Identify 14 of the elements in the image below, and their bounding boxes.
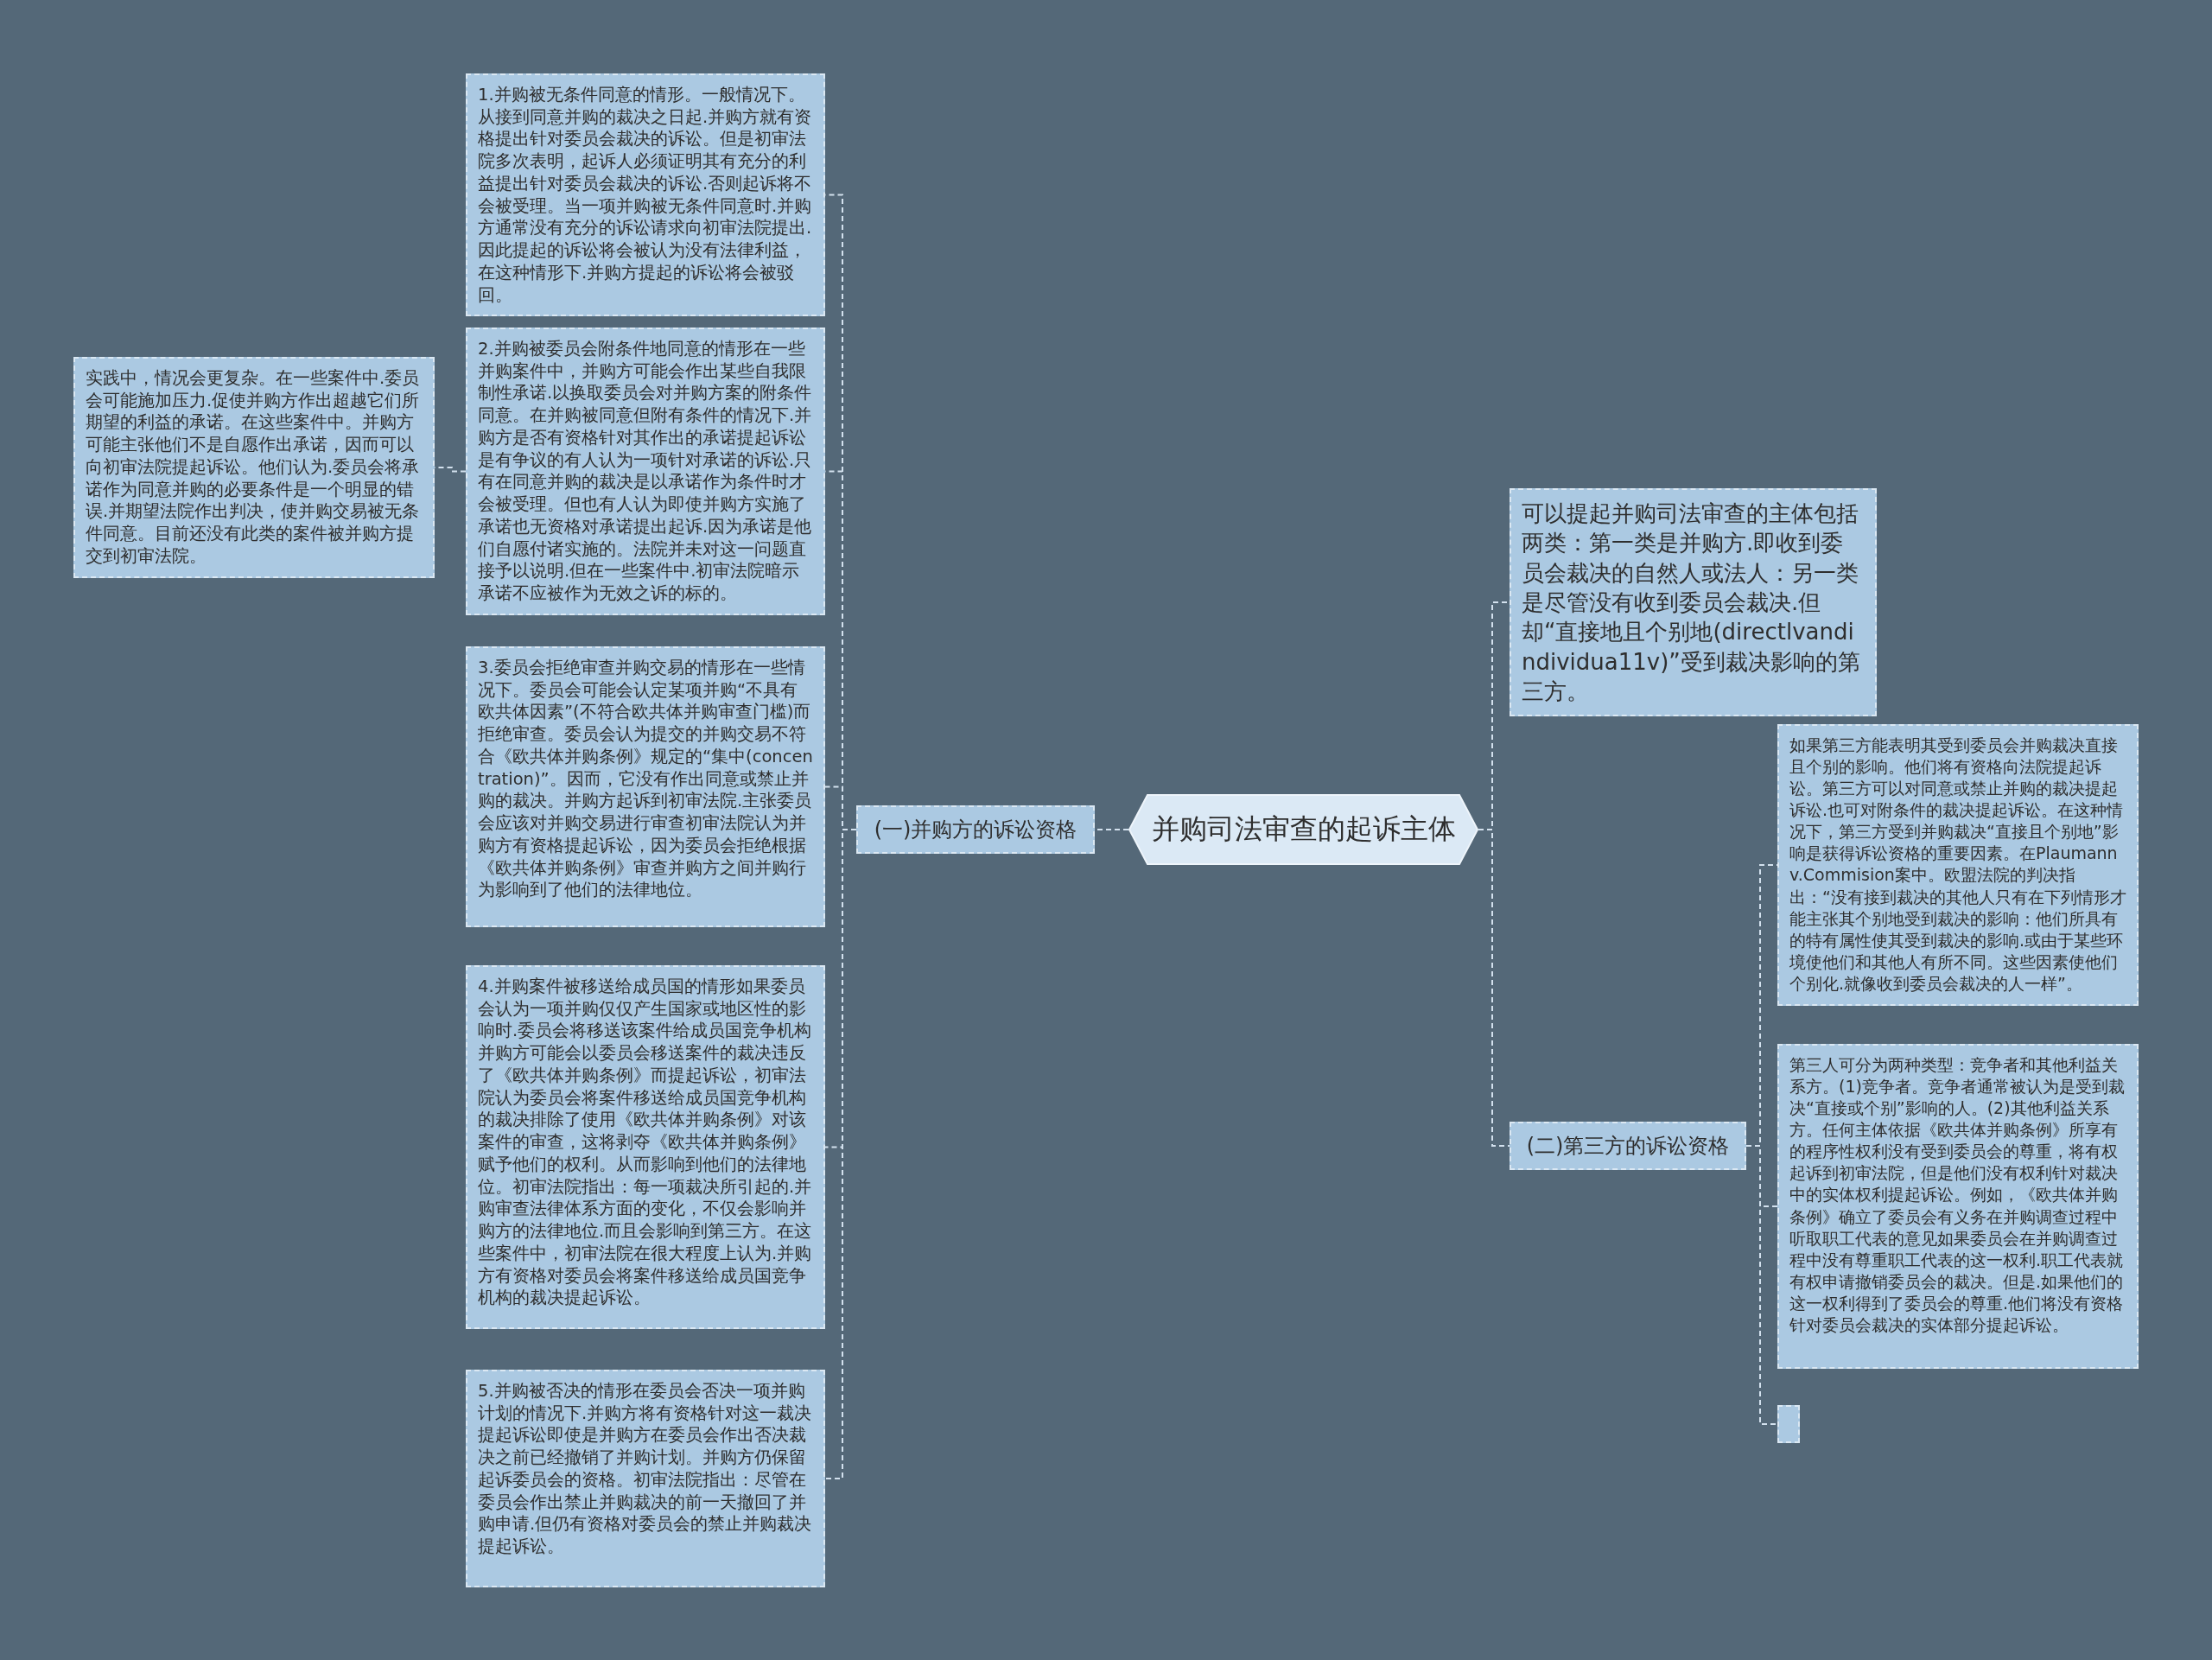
topic-hexagon: 并购司法审查的起诉主体	[1128, 794, 1478, 865]
text-box: 5.并购被否决的情形在委员会否决一项并购计划的情况下.并购方将有资格针对这一裁决提起诉讼即使是并购方在委员会作出否决裁决之前已经撤销了并购计划。并购方仍保留起诉委员会的资格。初审法院指出：尽管在委员会作出禁止并购裁决的前一天撤回了并购申请.但仍有资格对委员会的禁止并购裁决提起诉讼。	[466, 1370, 825, 1587]
text-box: 可以提起并购司法审查的主体包括两类：第一类是并购方.即收到委员会裁决的自然人或法人：另一类是尽管没有收到委员会裁决.但却“直接地且个别地(directlvandindividua11v)”受到裁决影响的第三方。	[1510, 488, 1877, 717]
text-box: 如果第三方能表明其受到委员会并购裁决直接且个别的影响。他们将有资格向法院提起诉讼。第三方可以对同意或禁止并购的裁决提起诉讼.也可对附条件的裁决提起诉讼。在这种情况下，第三方受到并购裁决“直接且个别地”影响是获得诉讼资格的重要因素。在Plaumann v.Commision案中。欧盟法院的判决指出：“没有接到裁决的其他人只有在下列情形才能主张其个别地受到裁决的影响：他们所具有的特有属性使其受到裁决的影响.或由于某些环境使他们和其他人有所不同。这些因素使他们个别化.就像收到委员会裁决的人一样”。	[1777, 724, 2139, 1006]
text-box: 4.并购案件被移送给成员国的情形如果委员会认为一项并购仅仅产生国家或地区性的影响时.委员会将移送该案件给成员国竞争机构并购方可能会以委员会移送案件的裁决违反了《欧共体并购条例》而提起诉讼，初审法院认为委员会将案件移送给成员国竞争机构的裁决排除了使用《欧共体并购条例》对该案件的审查，这将剥夺《欧共体并购条例》赋予他们的权利。从而影响到他们的法律地位。初审法院指出：每一项裁决所引起的.并购审查法律体系方面的变化，不仅会影响并购方的法律地位.而且会影响到第三方。在这些案件中，初审法院在很大程度上认为.并购方有资格对委员会将案件移送给成员国竞争机构的裁决提起诉讼。	[466, 965, 825, 1329]
text-box: 2.并购被委员会附条件地同意的情形在一些并购案件中，并购方可能会作出某些自我限制性承诺.以换取委员会对并购方案的附条件同意。在并购被同意但附有条件的情况下.并购方是否有资格针对其作出的承诺提起诉讼是有争议的有人认为一项针对承诺的诉讼.只有在同意并购的裁决是以承诺作为条件时才会被受理。但也有人认为即使并购方实施了承诺也无资格对承诺提出起诉.因为承诺是他们自愿付诸实施的。法院并未对这一问题直接予以说明.但在一些案件中.初审法院暗示承诺不应被作为无效之诉的标的。	[466, 328, 825, 615]
branch-label-box: (二)第三方的诉讼资格	[1510, 1122, 1746, 1170]
branch-label-box: (一)并购方的诉讼资格	[856, 805, 1095, 854]
text-box: 3.委员会拒绝审查并购交易的情形在一些情况下。委员会可能会认定某项并购“不具有欧共体因素”(不符合欧共体并购审查门槛)而拒绝审查。委员会认为提交的并购交易不符合《欧共体并购条例》规定的“集中(concentration)”。因而，它没有作出同意或禁止并购的裁决。并购方起诉到初审法院.主张委员会应该对并购交易进行审查初审法院认为并购方有资格提起诉讼，因为委员会拒绝根据《欧共体并购条例》审查并购方之间并购行为影响到了他们的法律地位。	[466, 646, 825, 927]
text-box: 1.并购被无条件同意的情形。一般情况下。从接到同意并购的裁决之日起.并购方就有资格提出针对委员会裁决的诉讼。但是初审法院多次表明，起诉人必须证明其有充分的利益提出针对委员会裁决的诉讼.否则起诉将不会被受理。当一项并购被无条件同意时.并购方通常没有充分的诉讼请求向初审法院提出.因此提起的诉讼将会被认为没有法律利益，在这种情形下.并购方提起的诉讼将会被驳回。	[466, 73, 825, 317]
connector-line	[1745, 1145, 1778, 1425]
text-box: 实践中，情况会更复杂。在一些案件中.委员会可能施加压力.促使并购方作出超越它们所期望的利益的承诺。在这些案件中。并购方可能主张他们不是自愿作出承诺，因而可以向初审法院提起诉讼。他们认为.委员会将承诺作为同意并购的必要条件是一个明显的错误.并期望法院作出判决，使并购交易被无条件同意。目前还没有此类的案件被并购方提交到初审法院。	[73, 357, 435, 578]
text-box: 第三人可分为两种类型：竞争者和其他利益关系方。(1)竞争者。竞争者通常被认为是受到裁决“直接或个别”影响的人。(2)其他利益关系方。任何主体依据《欧共体并购条例》所享有的程序性权利没有受到委员会的尊重，将有权起诉到初审法院，但是他们没有权利针对裁决中的实体权利提起诉讼。例如，《欧共体并购条例》确立了委员会有义务在并购调查过程中听取职工代表的意见如果委员会在并购调查过程中没有尊重职工代表的这一权利.职工代表就有权申请撤销委员会的裁决。但是.如果他们的这一权利得到了委员会的尊重.他们将没有资格针对委员会裁决的实体部分提起诉讼。	[1777, 1044, 2139, 1369]
empty-box	[1777, 1405, 1800, 1443]
